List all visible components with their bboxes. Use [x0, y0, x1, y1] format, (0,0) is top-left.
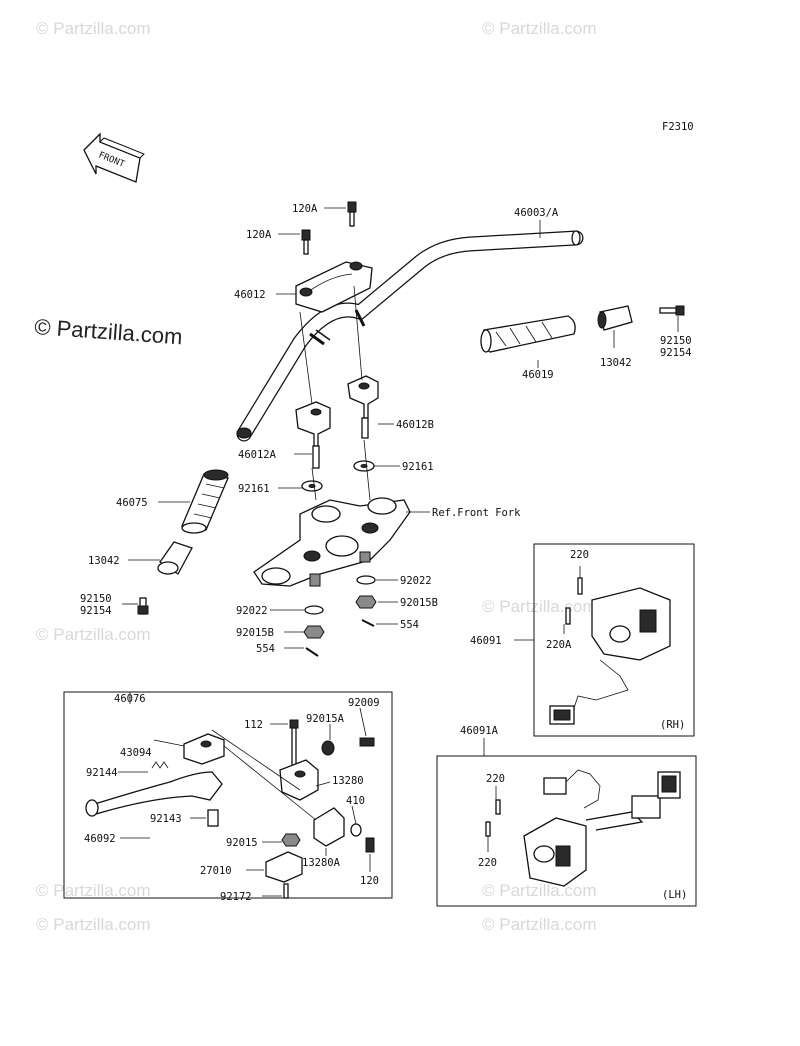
label-220-rh: 220	[570, 549, 589, 561]
label-120a-top: 120A	[292, 203, 318, 215]
front-arrow-icon: FRONT	[83, 132, 145, 183]
label-46012: 46012	[234, 289, 266, 301]
label-92015b-left: 92015B	[236, 627, 274, 639]
label-92143: 92143	[150, 813, 182, 825]
bolt-120a-icons	[301, 201, 357, 255]
label-554-left: 554	[256, 643, 275, 655]
brake-lever-panel	[63, 691, 393, 899]
label-112: 112	[244, 719, 263, 731]
watermark-mid-right: © Partzilla.com	[482, 597, 597, 616]
label-92022-left: 92022	[236, 605, 268, 617]
label-92022-right: 92022	[400, 575, 432, 587]
label-92172: 92172	[220, 891, 252, 903]
label-92150-right: 92150	[660, 335, 692, 347]
watermark-lower-left: © Partzilla.com	[36, 915, 151, 934]
screw-92150-left-icon	[137, 597, 149, 615]
label-220a-rh: 220A	[546, 639, 572, 651]
watermark-top-left: © Partzilla.com	[36, 19, 151, 38]
watermark-top-right: © Partzilla.com	[482, 19, 597, 38]
callout-labels: 120A 120A 46003/A 46012 46012B 46012A 92…	[80, 203, 692, 903]
bar-end-weight-right	[597, 305, 633, 331]
label-13280a: 13280A	[302, 857, 341, 869]
label-46091a: 46091A	[460, 725, 499, 737]
label-46092: 46092	[84, 833, 116, 845]
label-46091: 46091	[470, 635, 502, 647]
label-46075: 46075	[116, 497, 148, 509]
label-554-right: 554	[400, 619, 419, 631]
leader-lines	[122, 207, 679, 649]
label-92009: 92009	[348, 697, 380, 709]
label-lh-tag: (LH)	[662, 889, 687, 901]
label-27010: 27010	[200, 865, 232, 877]
watermark-bottom-left: © Partzilla.com	[36, 881, 151, 900]
lower-holders	[295, 375, 379, 469]
screw-92150-right-icon	[659, 305, 685, 316]
center-watermark: © Partzilla.com	[34, 314, 184, 349]
label-120: 120	[360, 875, 379, 887]
upper-holder	[295, 261, 373, 313]
label-410: 410	[346, 795, 365, 807]
label-92144: 92144	[86, 767, 118, 779]
watermarks: © Partzilla.com © Partzilla.com © Partzi…	[34, 19, 597, 934]
label-rh-tag: (RH)	[660, 719, 685, 731]
label-92161-left: 92161	[238, 483, 270, 495]
label-220-lh-bottom: 220	[478, 857, 497, 869]
label-46003a: 46003/A	[514, 207, 559, 219]
right-grip	[480, 315, 576, 353]
lh-switch-panel	[436, 738, 697, 907]
label-92154-left: 92154	[80, 605, 112, 617]
rh-switch-panel	[514, 543, 695, 737]
watermark-mid-left: © Partzilla.com	[36, 625, 151, 644]
label-43094: 43094	[120, 747, 152, 759]
label-46012a: 46012A	[238, 449, 277, 461]
watermark-lower-right: © Partzilla.com	[482, 915, 597, 934]
left-grip	[181, 469, 229, 534]
label-92161-right: 92161	[402, 461, 434, 473]
fork-hardware-icons	[303, 575, 377, 657]
label-46076: 46076	[114, 693, 146, 705]
figure-code: F2310	[662, 121, 694, 133]
label-92015a: 92015A	[306, 713, 345, 725]
label-92015b-right: 92015B	[400, 597, 438, 609]
label-92015: 92015	[226, 837, 258, 849]
label-92150-left: 92150	[80, 593, 112, 605]
label-ref-front-fork: Ref.Front Fork	[432, 507, 521, 519]
watermark-bottom-right: © Partzilla.com	[482, 881, 597, 900]
label-220-lh-top: 220	[486, 773, 505, 785]
steering-stem-clamp	[253, 497, 411, 587]
label-13042-left: 13042	[88, 555, 120, 567]
label-46012b: 46012B	[396, 419, 434, 431]
label-13280: 13280	[332, 775, 364, 787]
label-92154-right: 92154	[660, 347, 692, 359]
label-120a-left: 120A	[246, 229, 272, 241]
label-13042-right: 13042	[600, 357, 632, 369]
handlebar-tube	[236, 230, 584, 442]
bar-end-weight-left	[157, 541, 193, 575]
label-46019: 46019	[522, 369, 554, 381]
